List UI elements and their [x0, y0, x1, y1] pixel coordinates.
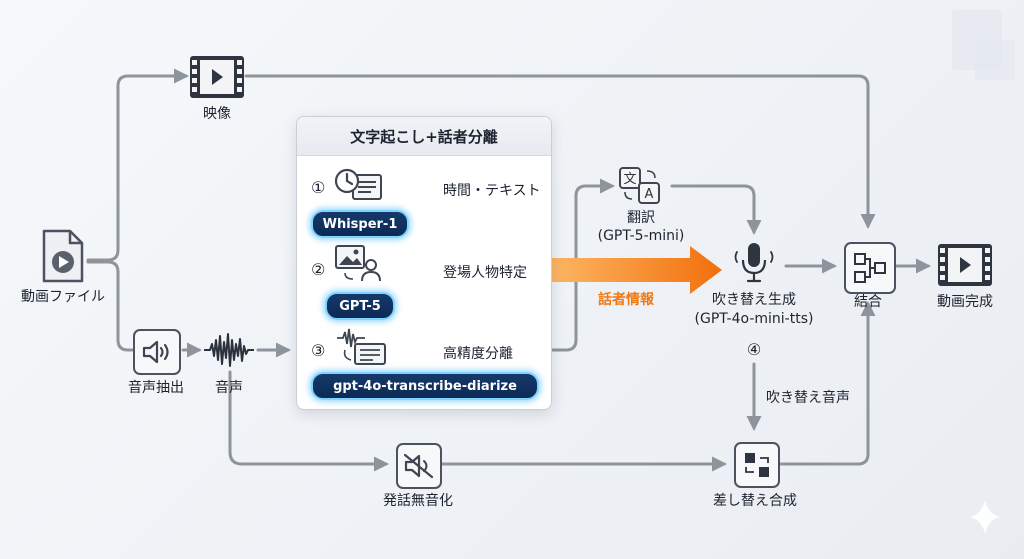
microphone-icon — [728, 240, 780, 286]
clock-document-icon — [333, 167, 383, 203]
film-strip-icon — [188, 54, 246, 100]
edge-source-video — [86, 68, 189, 262]
image-person-icon — [333, 243, 383, 283]
model-pill-whisper: Whisper-1 — [311, 210, 409, 238]
speaker-info-label: 話者情報 — [598, 292, 654, 308]
replace-label: 差し替え合成 — [713, 493, 797, 509]
svg-text:A: A — [645, 187, 654, 202]
edge-replace-merge — [778, 301, 876, 466]
video-file-icon — [40, 228, 86, 284]
model-pill-diarize: gpt-4o-transcribe-diarize — [311, 372, 539, 400]
model-pill-gpt5: GPT-5 — [325, 292, 395, 320]
step-text: 高精度分離 — [443, 346, 513, 362]
edge-source-extract — [86, 260, 134, 352]
step-text: 時間・テキスト — [443, 183, 541, 199]
waveform-document-icon — [335, 326, 391, 366]
mute-label: 発話無音化 — [383, 493, 453, 509]
extract-label: 音声抽出 — [128, 380, 184, 396]
film-strip-icon — [936, 242, 994, 288]
translate-model-label: (GPT-5-mini) — [597, 228, 685, 244]
svg-text:文: 文 — [623, 172, 636, 187]
merge-icon — [844, 242, 896, 294]
waveform-icon — [202, 330, 256, 370]
translate-icon: 文 A — [617, 165, 665, 207]
step-text: 登場人物特定 — [443, 265, 527, 281]
transcription-panel: 文字起こし+話者分離 ① 時間・テキスト Whisper-1 ② — [296, 116, 552, 410]
video-label: 映像 — [203, 106, 231, 122]
done-label: 動画完成 — [937, 294, 993, 310]
sparkle-icon — [970, 500, 1000, 534]
translate-label: 翻訳 — [627, 210, 655, 226]
dub-step-number: ④ — [746, 340, 762, 359]
speaker-icon — [133, 329, 181, 375]
edge-translate-dub — [670, 184, 762, 235]
merge-label: 結合 — [854, 294, 882, 310]
background-decoration — [975, 40, 1015, 80]
audio-label: 音声 — [215, 380, 243, 396]
source-label: 動画ファイル — [21, 289, 105, 305]
step-number: ② — [311, 260, 326, 279]
edge-audio-mute — [228, 370, 389, 472]
dub-audio-label: 吹き替え音声 — [766, 390, 850, 406]
dub-label: 吹き替え生成 — [712, 292, 796, 308]
step-number: ③ — [311, 341, 326, 360]
panel-title: 文字起こし+話者分離 — [297, 117, 551, 156]
step-number: ① — [311, 178, 326, 197]
muted-speaker-icon — [396, 443, 442, 489]
edge-video-merge — [244, 74, 876, 229]
dub-model-label: (GPT-4o-mini-tts) — [694, 311, 814, 327]
swap-icon — [734, 442, 780, 488]
